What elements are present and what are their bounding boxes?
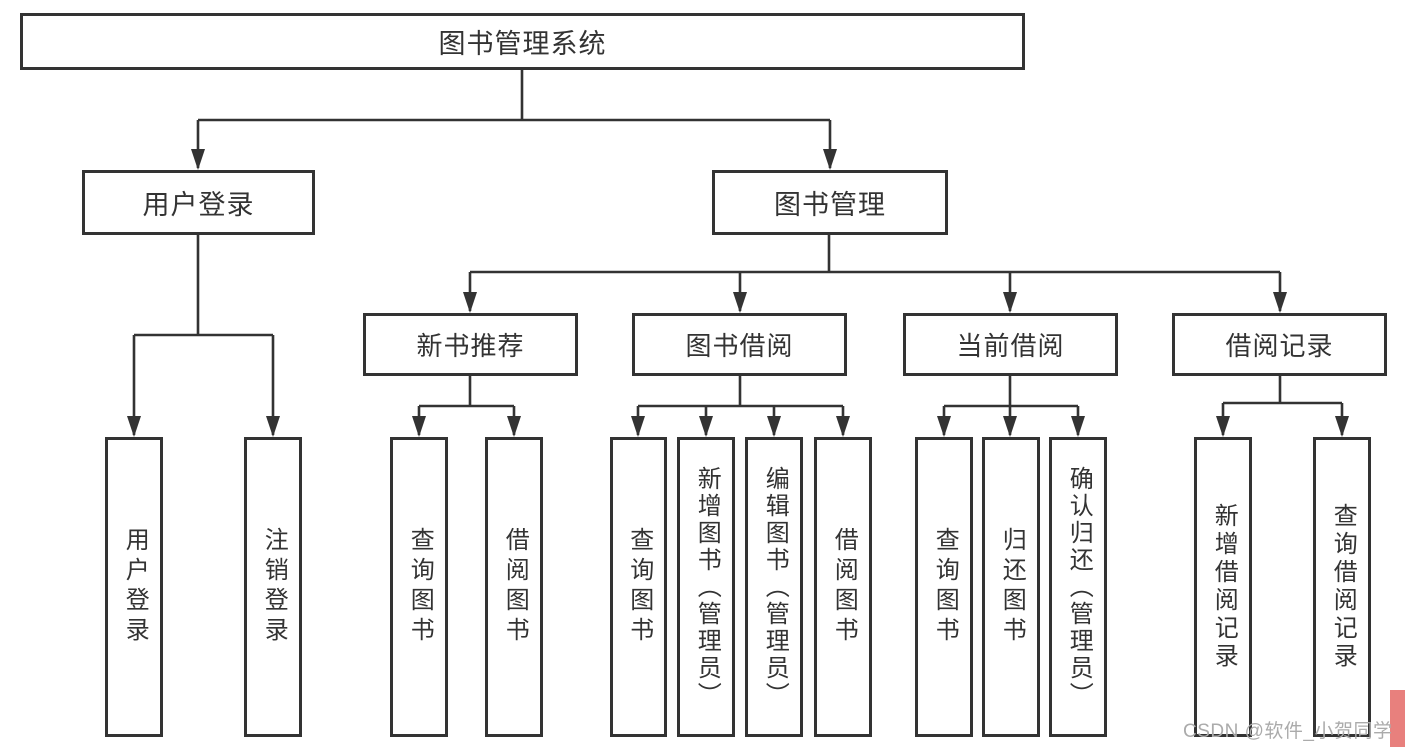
node-label: 查询图书	[931, 527, 959, 647]
node-label: 用户登录	[142, 190, 255, 220]
node-label: 新增借阅记录	[1210, 503, 1238, 671]
node-label: 图书管理系统	[438, 29, 607, 59]
node-label: 图书管理	[774, 190, 886, 220]
node-label: 新增图书（管理员）	[693, 465, 721, 709]
node-book-borrow: 图书借阅	[632, 313, 847, 376]
node-user-login-branch: 用户登录	[82, 170, 315, 235]
node-leaf-query-book-3: 查询图书	[915, 437, 973, 737]
node-label: 借阅图书	[830, 527, 858, 647]
node-label: 确认归还（管理员）	[1065, 465, 1093, 709]
node-new-book-recommend: 新书推荐	[363, 313, 578, 376]
node-label: 借阅记录	[1225, 331, 1334, 361]
node-label: 查询图书	[625, 527, 653, 647]
node-leaf-borrow-book-1: 借阅图书	[485, 437, 543, 737]
connector-path	[132, 70, 1344, 435]
node-label: 新书推荐	[416, 331, 525, 361]
node-leaf-add-book-admin: 新增图书（管理员）	[677, 437, 735, 737]
node-label: 查询借阅记录	[1329, 503, 1357, 671]
node-leaf-query-borrow-record: 查询借阅记录	[1313, 437, 1371, 737]
node-label: 借阅图书	[501, 527, 529, 647]
node-library-management-system: 图书管理系统	[20, 13, 1025, 70]
watermark: CSDN @软件_小贺同学	[1183, 721, 1393, 742]
arrowheads	[127, 149, 1349, 437]
node-leaf-return-book: 归还图书	[982, 437, 1040, 737]
node-label: 图书借阅	[685, 331, 794, 361]
node-leaf-borrow-book-2: 借阅图书	[814, 437, 872, 737]
node-leaf-query-book-1: 查询图书	[390, 437, 448, 737]
node-leaf-logout: 注销登录	[244, 437, 302, 737]
node-leaf-user-login: 用户登录	[105, 437, 163, 737]
node-book-management: 图书管理	[712, 170, 948, 235]
node-leaf-query-book-2: 查询图书	[610, 437, 667, 737]
node-label: 用户登录	[121, 527, 149, 647]
node-label: 注销登录	[260, 527, 288, 647]
watermark-accent-strip	[1390, 690, 1405, 747]
node-borrow-record: 借阅记录	[1172, 313, 1387, 376]
node-label: 当前借阅	[956, 331, 1065, 361]
node-label: 归还图书	[998, 527, 1026, 647]
node-leaf-add-borrow-record: 新增借阅记录	[1194, 437, 1252, 737]
node-leaf-confirm-return-admin: 确认归还（管理员）	[1049, 437, 1107, 737]
node-current-borrow: 当前借阅	[903, 313, 1118, 376]
node-label: 编辑图书（管理员）	[761, 465, 789, 709]
node-label: 查询图书	[406, 527, 434, 647]
node-leaf-edit-book-admin: 编辑图书（管理员）	[745, 437, 803, 737]
